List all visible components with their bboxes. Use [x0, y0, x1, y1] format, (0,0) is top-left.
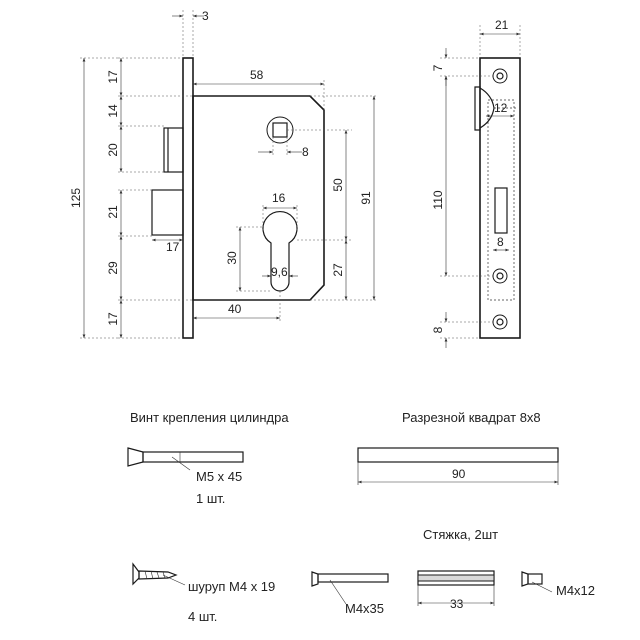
dim-bottom-17: 17 — [106, 312, 120, 326]
dim-29: 29 — [106, 261, 120, 275]
wood-screw: шуруп М4 х 19 4 шт. — [132, 562, 275, 624]
dim-cylinder-30: 30 — [225, 251, 239, 265]
dim-latch-21: 21 — [106, 205, 120, 219]
cylinder-screw-qty: 1 шт. — [196, 491, 225, 506]
lock-faceplate — [182, 57, 194, 339]
tie-bolt-size: M4x35 — [345, 601, 384, 616]
split-square-length: 90 — [452, 467, 466, 481]
dim-27: 27 — [331, 263, 345, 277]
screw-hole-middle — [492, 268, 508, 284]
dim-slot-8: 8 — [497, 235, 504, 249]
dim-hole-distance-110: 110 — [431, 190, 445, 209]
dim-backset-58: 58 — [250, 68, 264, 82]
wood-screw-qty: 4 шт. — [188, 609, 217, 624]
dim-overall-125: 125 — [69, 188, 83, 208]
faceplate-outline — [479, 57, 521, 339]
deadbolt-slot — [494, 187, 508, 234]
cylinder-screw: Винт крепления цилиндра M5 x 45 1 шт. — [127, 410, 289, 506]
wood-screw-size: шуруп М4 х 19 — [188, 579, 275, 594]
tie-sleeve-length: 33 — [450, 597, 464, 611]
dim-bottom-hole-8: 8 — [431, 326, 445, 333]
split-square-caption: Разрезной квадрат 8х8 — [402, 410, 541, 425]
lock-front-view: 3 58 17 14 20 21 29 17 125 17 — [69, 9, 378, 339]
dim-faceplate-thickness: 3 — [202, 9, 209, 23]
dim-faceplate-width-21: 21 — [495, 18, 509, 32]
deadbolt — [163, 127, 184, 173]
dim-14: 14 — [106, 104, 120, 118]
latch-profile — [474, 86, 481, 131]
tie-caption: Стяжка, 2шт — [423, 527, 498, 542]
dim-centers-50: 50 — [331, 178, 345, 192]
cylinder-screw-size: M5 x 45 — [196, 469, 242, 484]
dim-top-17: 17 — [106, 70, 120, 84]
latch-bolt — [151, 189, 184, 236]
dim-deadbolt-20: 20 — [106, 143, 120, 157]
dim-latch-projection-17: 17 — [166, 240, 180, 254]
faceplate-side-view: 21 7 12 110 8 8 — [431, 18, 521, 348]
screw-hole-top — [492, 68, 508, 84]
cylinder-cutout — [262, 210, 298, 292]
cylinder-screw-caption: Винт крепления цилиндра — [130, 410, 289, 425]
dim-cylinder-9-6: 9,6 — [271, 265, 288, 279]
dim-square-8: 8 — [302, 145, 309, 159]
dim-latch-12: 12 — [494, 101, 508, 115]
faceplate-body-hidden — [487, 99, 515, 301]
dim-body-91: 91 — [359, 191, 373, 205]
tie-set: Стяжка, 2шт M4x35 33 M4x12 — [311, 527, 595, 616]
split-square: Разрезной квадрат 8х8 90 — [357, 410, 559, 485]
dim-cylinder-16: 16 — [272, 191, 286, 205]
dim-hole-offset-7: 7 — [431, 64, 445, 71]
spindle-hub — [266, 116, 294, 144]
lock-body — [192, 95, 325, 301]
screw-hole-bottom — [492, 314, 508, 330]
tie-nut-size: M4x12 — [556, 583, 595, 598]
dim-backset-40: 40 — [228, 302, 242, 316]
